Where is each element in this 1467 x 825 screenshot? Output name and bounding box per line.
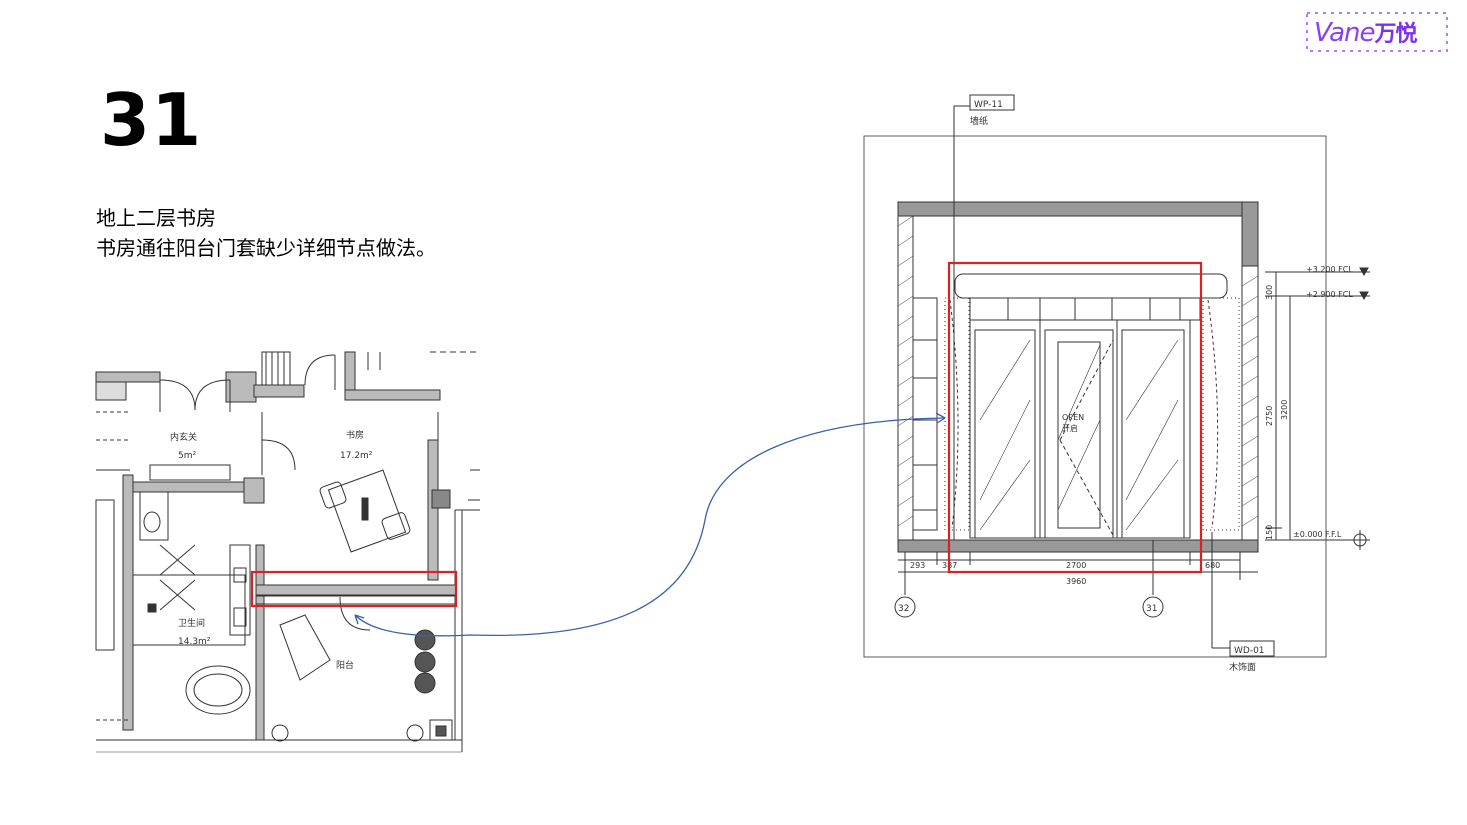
floor-plan — [95, 351, 480, 753]
level-zero: ±0.000 F.F.L — [1293, 530, 1342, 539]
door-open-label: OPEN — [1062, 413, 1084, 422]
axis-32: 32 — [898, 604, 909, 614]
dim-3200: 3200 — [1280, 400, 1289, 420]
slide-number: 31 — [100, 78, 203, 162]
room-labels: 内玄关 5m² 书房 17.2m² 卫生间 14.3m² 阳台 — [170, 429, 373, 671]
room-name-foyer: 内玄关 — [170, 431, 197, 443]
tag-wall-code: WP-11 — [974, 100, 1003, 110]
dim-150: 150 — [1265, 525, 1274, 540]
dim-2700: 2700 — [1066, 561, 1086, 570]
plan-highlight-box — [250, 570, 458, 608]
dim-680: 680 — [1205, 561, 1220, 570]
door-open-label-cn: 开启 — [1062, 423, 1078, 433]
dim-total-3960: 3960 — [1066, 577, 1086, 586]
dim-300: 300 — [1265, 285, 1274, 300]
arrow-tail-icon — [354, 614, 365, 625]
logo-chinese: 万悦 — [1374, 22, 1418, 47]
elevation-highlight-box — [947, 261, 1203, 574]
tag-door-label: 木饰面 — [1229, 661, 1256, 673]
room-name-balcony: 阳台 — [336, 659, 354, 671]
vane-logo: Vane万悦 — [1306, 12, 1448, 52]
connector-arrow — [354, 417, 946, 637]
tag-wall-label: 墙纸 — [970, 115, 988, 127]
dim-2750: 2750 — [1265, 406, 1274, 426]
axis-31: 31 — [1146, 604, 1157, 614]
room-area-study: 17.2m² — [340, 451, 373, 461]
room-area-foyer: 5m² — [178, 451, 196, 461]
logo-brand: Vane — [1314, 18, 1376, 48]
elevation-labels: WP-11 墙纸 WD-01 木饰面 OPEN 开启 +3.200 FCL +2… — [898, 100, 1353, 673]
elevation-drawing — [863, 94, 1370, 658]
level-2900: +2.900 FCL — [1306, 290, 1353, 299]
tag-door-code: WD-01 — [1234, 646, 1265, 656]
arrow-head-icon — [935, 412, 946, 424]
level-3200: +3.200 FCL — [1306, 265, 1353, 274]
slide-title: 地上二层书房 — [96, 206, 216, 230]
logo-text: Vane万悦 — [1314, 16, 1418, 48]
dim-293: 293 — [910, 561, 925, 570]
room-area-bathroom: 14.3m² — [178, 637, 211, 647]
room-name-study: 书房 — [346, 429, 364, 441]
room-name-bathroom: 卫生间 — [178, 617, 205, 629]
slide-description: 书房通往阳台门套缺少详细节点做法。 — [96, 236, 436, 260]
logo-frame-icon — [1306, 12, 1448, 52]
